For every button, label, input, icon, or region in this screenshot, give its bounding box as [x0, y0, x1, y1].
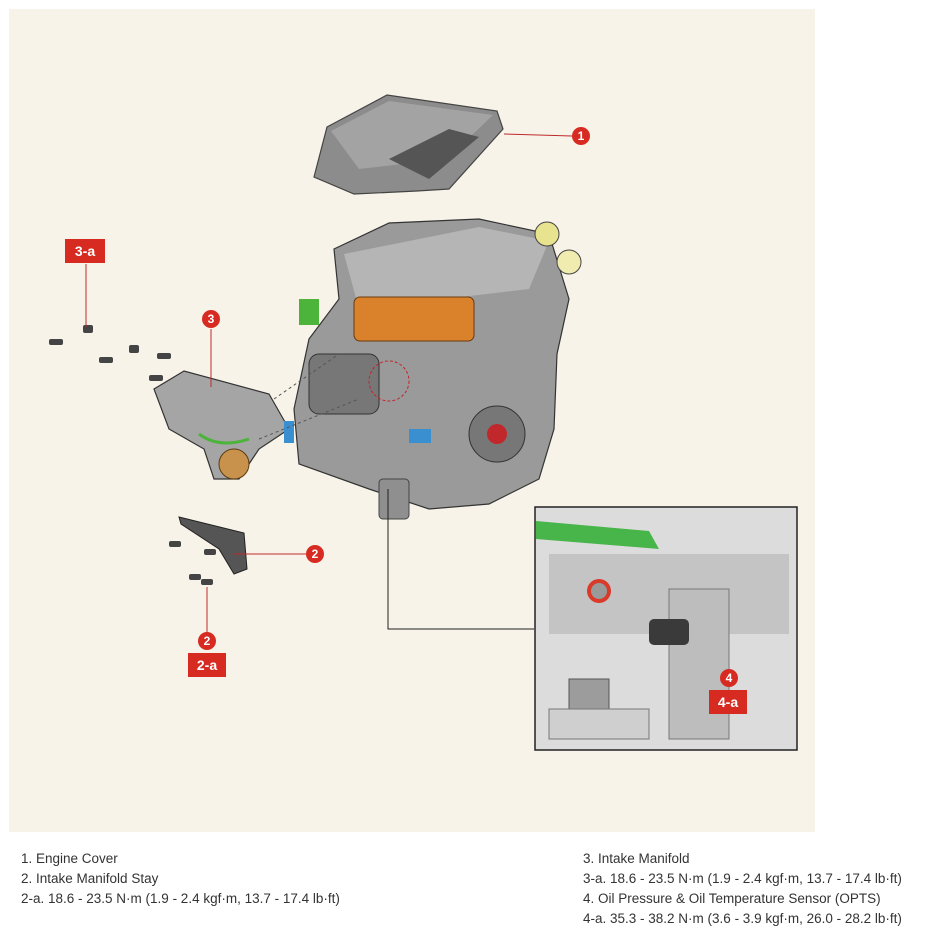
- engine-exploded-view: [49, 94, 798, 751]
- legend-item: 1. Engine Cover: [21, 851, 118, 866]
- manifold-stay-illustration: [178, 516, 248, 575]
- callout-4a: 4-a: [709, 690, 747, 714]
- callout-2a: 2-a: [188, 653, 226, 677]
- engine-block-illustration: [293, 218, 582, 520]
- callout-3: 3: [202, 310, 220, 328]
- callout-3a: 3-a: [65, 239, 105, 263]
- callout-2: 2: [306, 545, 324, 563]
- legend-left: 1. Engine Cover 2. Intake Manifold Stay …: [21, 849, 340, 909]
- legend-item: 3. Intake Manifold: [583, 851, 690, 866]
- engine-cover-illustration: [313, 94, 504, 195]
- callout-4: 4: [720, 669, 738, 687]
- bolts-illustration: [49, 325, 216, 585]
- intake-manifold-illustration: [153, 370, 294, 480]
- legend-item: 4-a. 35.3 - 38.2 N·m (3.6 - 3.9 kgf·m, 2…: [583, 911, 902, 926]
- legend-item: 2. Intake Manifold Stay: [21, 871, 159, 886]
- diagram-figure: 1 3-a 3 2 2 2-a 4 4-a: [9, 9, 815, 832]
- legend-item: 2-a. 18.6 - 23.5 N·m (1.9 - 2.4 kgf·m, 1…: [21, 891, 340, 906]
- legend-item: 4. Oil Pressure & Oil Temperature Sensor…: [583, 891, 881, 906]
- sensor-detail-inset: [534, 506, 798, 751]
- legend-item: 3-a. 18.6 - 23.5 N·m (1.9 - 2.4 kgf·m, 1…: [583, 871, 902, 886]
- legend-right: 3. Intake Manifold 3-a. 18.6 - 23.5 N·m …: [583, 849, 902, 929]
- callout-2-lower: 2: [198, 632, 216, 650]
- callout-1: 1: [572, 127, 590, 145]
- detail-pointer: [368, 360, 534, 630]
- alignment-lines: [258, 353, 360, 440]
